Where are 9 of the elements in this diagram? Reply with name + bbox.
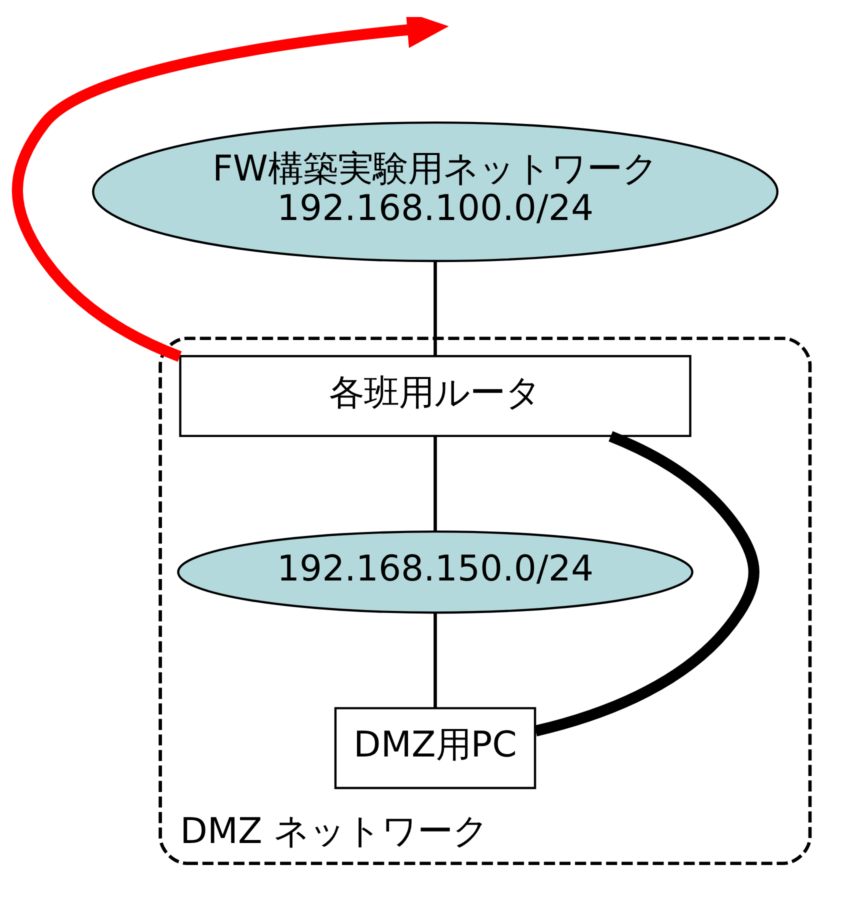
connector: [434, 436, 437, 532]
arrow: [12, 17, 449, 362]
node-box: DMZ用PC: [334, 707, 536, 790]
connector: [434, 613, 437, 708]
node-box: 各班用ルータ: [179, 355, 692, 438]
connector: [534, 431, 760, 736]
node-ellipse: 192.168.150.0/24: [177, 530, 694, 614]
node-ellipse: FW構築実験用ネットワーク 192.168.100.0/24: [92, 121, 778, 262]
connector: [434, 262, 437, 356]
